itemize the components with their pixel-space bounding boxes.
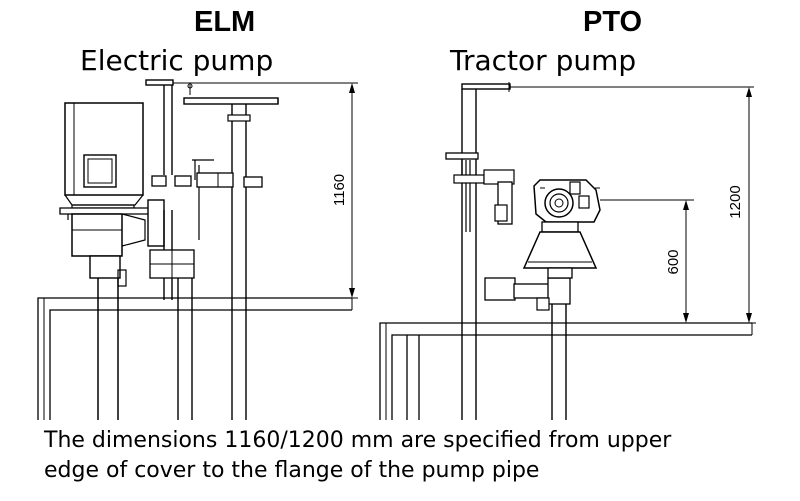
elm-pump-pipes (145, 79, 279, 420)
elm-dimension-1160 (173, 82, 358, 299)
elm-title: ELM (194, 6, 256, 38)
dimension-label-600: 600 (665, 249, 682, 274)
dimension-label-1200: 1200 (727, 185, 744, 218)
footnote-line-1: The dimensions 1160/1200 mm are specifie… (44, 428, 672, 453)
pto-title: PTO (583, 6, 643, 38)
elm-motor (59, 102, 165, 420)
dimension-label-1160: 1160 (331, 174, 348, 206)
pto-dimension-600 (600, 199, 694, 323)
pto-gearbox (533, 179, 601, 223)
pto-pump-housing (522, 221, 598, 279)
pto-tank-cover (379, 322, 753, 420)
elm-pump-drawing (37, 79, 358, 420)
tractor-pump-subtitle: Tractor pump (450, 44, 637, 77)
footnote-line-2: edge of cover to the flange of the pump … (44, 458, 540, 483)
electric-pump-subtitle: Electric pump (80, 44, 274, 77)
pto-pump-drawing (379, 82, 756, 420)
elm-tank-cover (37, 297, 353, 420)
pto-pump-pipes (445, 82, 571, 420)
pto-dimension-1200 (510, 86, 756, 324)
